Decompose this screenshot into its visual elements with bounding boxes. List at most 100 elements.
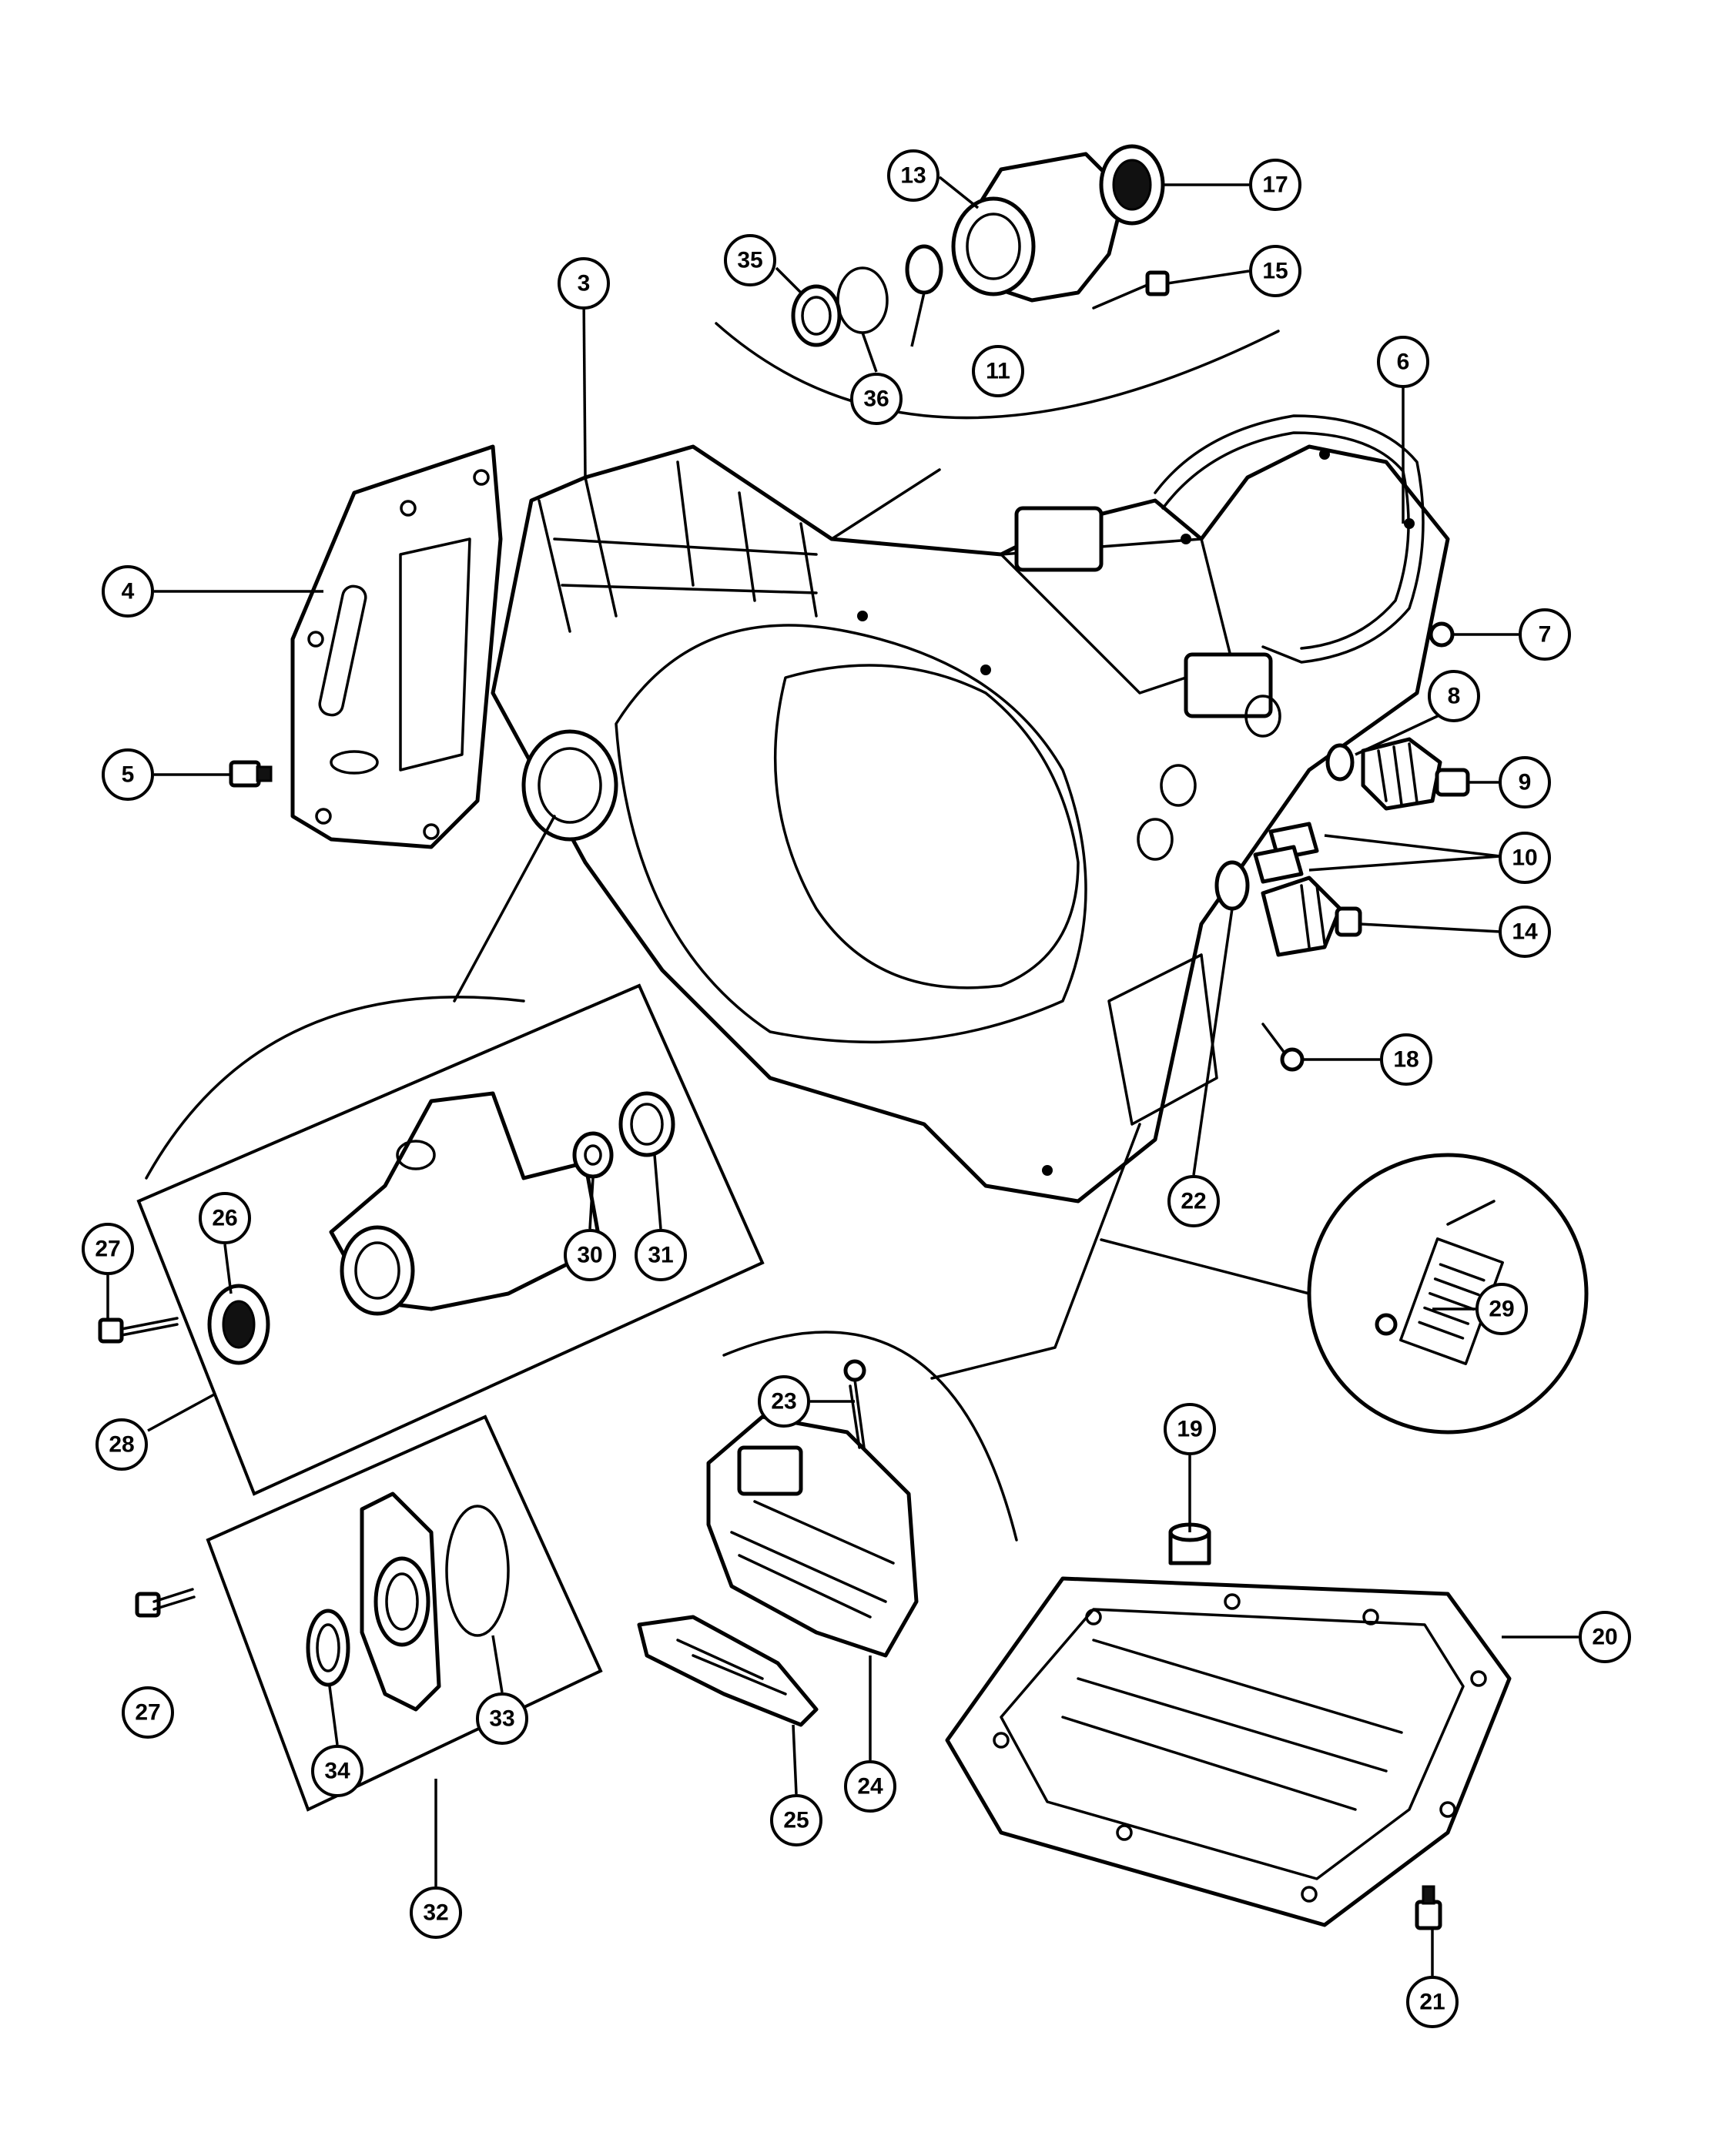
- svg-text:19: 19: [1177, 1417, 1202, 1442]
- callout-20: 20: [1579, 1611, 1631, 1663]
- svg-text:27: 27: [95, 1237, 120, 1262]
- callout-27-lower: 27: [122, 1686, 174, 1739]
- seal-17: [1099, 144, 1165, 226]
- extension-housing: [951, 152, 1127, 303]
- callout-35: 35: [724, 234, 776, 286]
- callout-13: 13: [887, 149, 940, 202]
- svg-text:32: 32: [423, 1900, 448, 1926]
- oil-pan: [945, 1576, 1512, 1927]
- callout-36: 36: [850, 373, 903, 425]
- callout-5: 5: [102, 748, 154, 801]
- callout-17: 17: [1249, 159, 1301, 211]
- svg-text:10: 10: [1512, 845, 1537, 871]
- o-ring-33: [445, 1505, 510, 1637]
- cover-plate: [290, 444, 503, 849]
- callout-34: 34: [311, 1745, 363, 1797]
- svg-text:3: 3: [578, 271, 591, 296]
- svg-text:28: 28: [109, 1432, 134, 1458]
- ring-35: [791, 284, 842, 347]
- svg-text:30: 30: [577, 1243, 602, 1268]
- adapter-housing-frame: [136, 983, 765, 1496]
- callout-9: 9: [1499, 756, 1551, 808]
- svg-text:33: 33: [489, 1706, 514, 1732]
- svg-text:5: 5: [122, 762, 135, 788]
- svg-text:15: 15: [1262, 259, 1288, 284]
- svg-text:23: 23: [771, 1389, 796, 1414]
- o-ring-22: [1214, 860, 1250, 911]
- svg-text:25: 25: [783, 1808, 809, 1833]
- callout-33: 33: [476, 1692, 528, 1745]
- cooler-fittings: [1253, 822, 1319, 884]
- svg-text:17: 17: [1262, 172, 1288, 198]
- bolt-23: [843, 1359, 866, 1449]
- transaxle-case: [491, 444, 1450, 1204]
- callout-8: 8: [1428, 670, 1480, 722]
- svg-text:13: 13: [900, 163, 926, 189]
- bolt-15: [1092, 270, 1170, 310]
- detail-leader-bottom: [930, 1123, 1141, 1380]
- callout-7: 7: [1519, 608, 1571, 661]
- detail-leader-left: [453, 815, 556, 1003]
- callout-29: 29: [1475, 1283, 1528, 1335]
- svg-text:29: 29: [1489, 1297, 1514, 1322]
- callout-31: 31: [635, 1229, 687, 1281]
- callout-24: 24: [844, 1760, 896, 1813]
- retainer-plate: [360, 1491, 441, 1712]
- callout-27-upper: 27: [82, 1223, 134, 1275]
- seal-26: [207, 1284, 270, 1365]
- svg-text:27: 27: [135, 1700, 160, 1726]
- callout-11: 11: [972, 345, 1024, 397]
- callout-19: 19: [1164, 1403, 1216, 1455]
- plug-7: [1429, 621, 1455, 648]
- callout-28: 28: [95, 1418, 148, 1471]
- o-ring-8: [1325, 743, 1355, 782]
- callout-10: 10: [1499, 832, 1551, 884]
- detail-leader-right: [1100, 1238, 1311, 1295]
- callout-15: 15: [1249, 245, 1301, 297]
- svg-text:18: 18: [1393, 1047, 1419, 1073]
- callout-32: 32: [410, 1886, 462, 1939]
- bolt-27-lower: [135, 1588, 196, 1618]
- svg-text:7: 7: [1539, 622, 1552, 648]
- seal-31: [618, 1091, 675, 1157]
- adapter-housing: [329, 1091, 603, 1316]
- callout-21: 21: [1406, 1976, 1459, 2028]
- callout-6: 6: [1377, 336, 1429, 388]
- valve-body: [706, 1414, 919, 1658]
- svg-text:21: 21: [1419, 1990, 1445, 2015]
- svg-text:6: 6: [1397, 350, 1410, 375]
- svg-text:24: 24: [857, 1774, 883, 1799]
- seal-34: [306, 1609, 350, 1687]
- sensor-14: [1261, 875, 1362, 957]
- detail-arc-left: [145, 996, 525, 1180]
- callout-30: 30: [564, 1229, 616, 1281]
- svg-text:35: 35: [737, 248, 762, 273]
- svg-text:26: 26: [212, 1206, 237, 1231]
- o-ring-36: [836, 266, 889, 334]
- detail-leader-top: [830, 468, 941, 541]
- svg-text:14: 14: [1512, 919, 1538, 945]
- callout-23: 23: [758, 1375, 810, 1428]
- detail-arc-bottom: [722, 1331, 1018, 1542]
- svg-text:20: 20: [1592, 1625, 1617, 1650]
- svg-text:31: 31: [648, 1243, 673, 1268]
- speed-sensor-9: [1361, 737, 1470, 811]
- washer-30: [572, 1131, 614, 1179]
- callout-26: 26: [199, 1192, 251, 1244]
- svg-text:34: 34: [324, 1759, 350, 1784]
- callout-22: 22: [1167, 1175, 1220, 1227]
- separator-plate: [637, 1615, 819, 1727]
- spring-detail: [1307, 1153, 1589, 1435]
- svg-text:11: 11: [986, 359, 1010, 384]
- bolt-18: [1261, 1023, 1305, 1072]
- plug-5: [229, 760, 273, 788]
- retainer-frame: [206, 1414, 603, 1812]
- callout-3: 3: [558, 257, 610, 310]
- callout-18: 18: [1380, 1033, 1432, 1086]
- svg-text:36: 36: [863, 387, 889, 412]
- svg-text:22: 22: [1181, 1189, 1206, 1214]
- svg-text:8: 8: [1448, 684, 1461, 709]
- detail-arc-top: [715, 322, 1280, 420]
- drain-plug-21: [1415, 1885, 1442, 1930]
